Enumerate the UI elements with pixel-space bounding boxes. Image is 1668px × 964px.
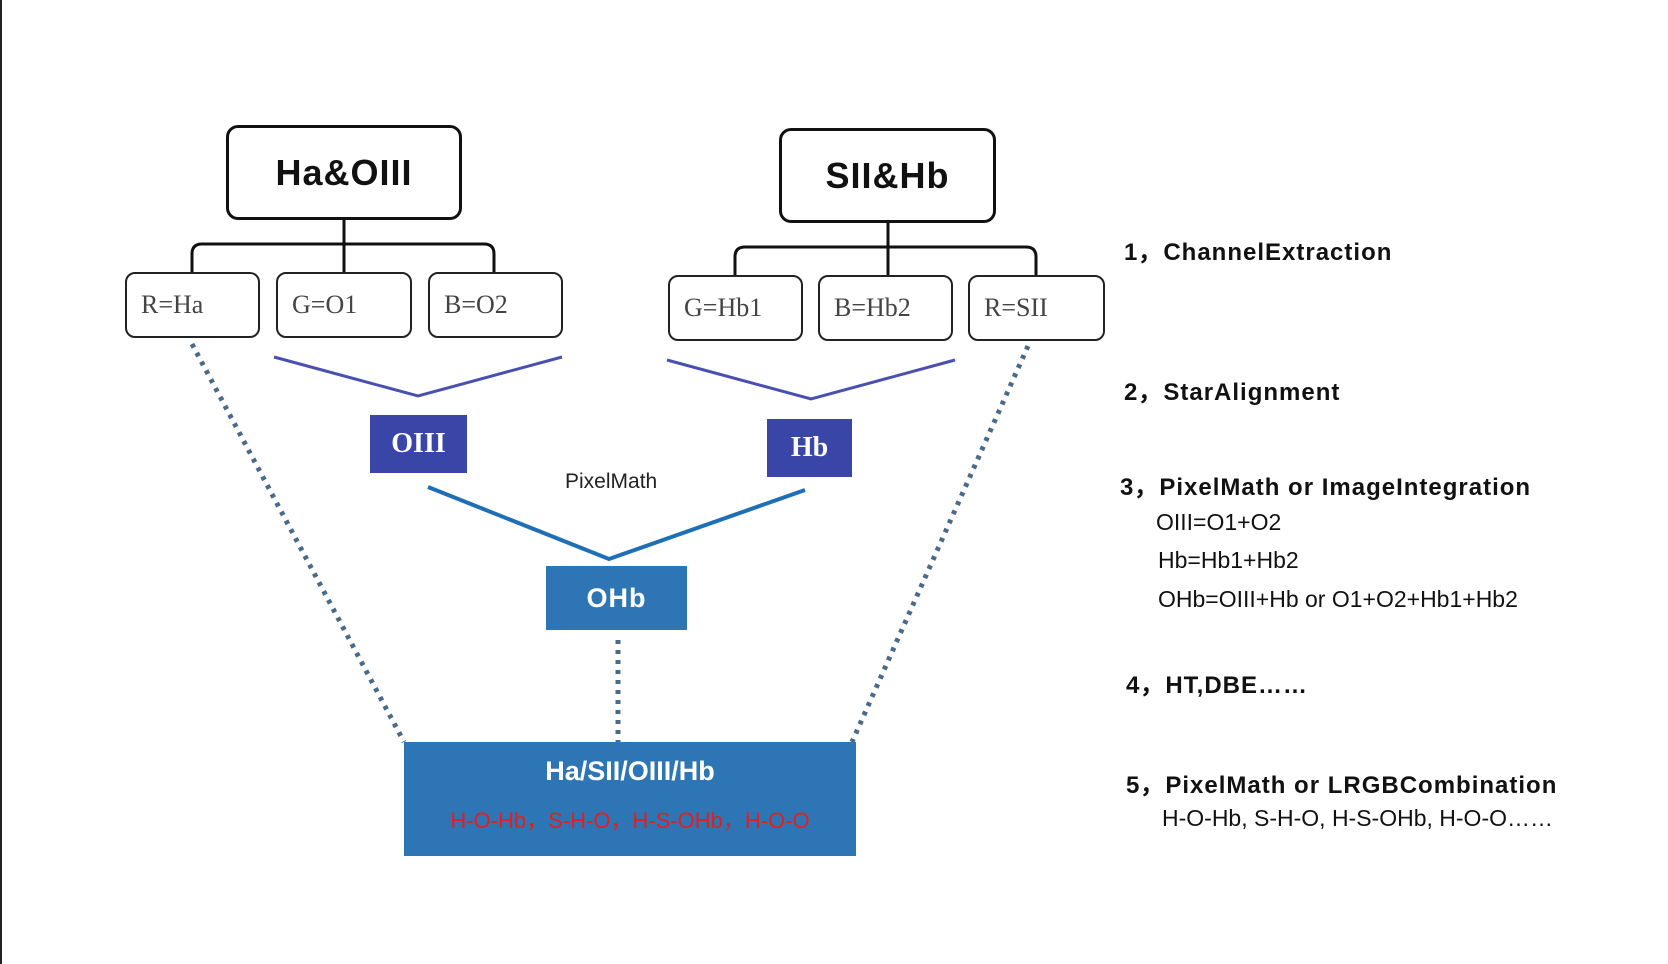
channel-label: R=SII (984, 293, 1048, 322)
step-2: 2，StarAlignment (1124, 379, 1341, 406)
channel-box-b-o2: B=O2 (428, 272, 563, 338)
tree-connector-left (190, 220, 496, 272)
group-box-sii-hb: SII&Hb (779, 128, 996, 223)
left-border (0, 0, 2, 964)
channel-box-g-o1: G=O1 (276, 272, 412, 338)
tree-connector-right (733, 222, 1038, 275)
channel-label: R=Ha (141, 290, 204, 319)
step-3-detail: Hb=Hb1+Hb2 (1158, 547, 1299, 573)
step-3-detail: OHb=OIII+Hb or O1+O2+Hb1+Hb2 (1158, 586, 1518, 612)
channel-label: G=Hb1 (684, 293, 763, 322)
combined-box-ohb: OHb (546, 566, 687, 630)
result-box: Ha/SII/OIII/Hb H-O-Hb，S-H-O，H-S-OHb，H-O-… (404, 742, 856, 856)
step-5: 5，PixelMath or LRGBCombination (1126, 772, 1558, 799)
combined-label: OHb (586, 582, 647, 613)
merged-box-oiii: OIII (370, 415, 467, 473)
result-combos: H-O-Hb，S-H-O，H-S-OHb，H-O-O (450, 808, 810, 833)
channel-label: B=O2 (444, 290, 508, 319)
channel-box-r-ha: R=Ha (125, 272, 260, 338)
result-title: Ha/SII/OIII/Hb (545, 756, 715, 786)
group-box-ha-oiii: Ha&OIII (226, 125, 462, 220)
channel-box-b-hb2: B=Hb2 (818, 275, 953, 341)
group-title: SII&Hb (825, 154, 950, 196)
pixelmath-label: PixelMath (565, 470, 658, 493)
merged-label: Hb (790, 432, 829, 463)
merge-line-hb (666, 358, 956, 401)
channel-box-r-sii: R=SII (968, 275, 1105, 341)
merge-line-ohb (427, 485, 806, 562)
channel-box-g-hb1: G=Hb1 (668, 275, 803, 341)
step-4: 4，HT,DBE…… (1126, 672, 1309, 699)
channel-label: B=Hb2 (834, 293, 911, 322)
merged-box-hb: Hb (767, 419, 852, 477)
step-5-detail: H-O-Hb, S-H-O, H-S-OHb, H-O-O…… (1162, 805, 1553, 831)
step-1: 1，ChannelExtraction (1124, 239, 1393, 266)
merged-label: OIII (391, 428, 446, 459)
group-title: Ha&OIII (275, 151, 413, 193)
channel-label: G=O1 (292, 290, 358, 319)
dotted-line-ha (189, 342, 407, 744)
step-3-detail: OIII=O1+O2 (1156, 509, 1282, 535)
step-3: 3，PixelMath or ImageIntegration (1120, 474, 1532, 501)
dotted-line-sii (849, 344, 1031, 744)
merge-line-oiii (273, 355, 563, 398)
